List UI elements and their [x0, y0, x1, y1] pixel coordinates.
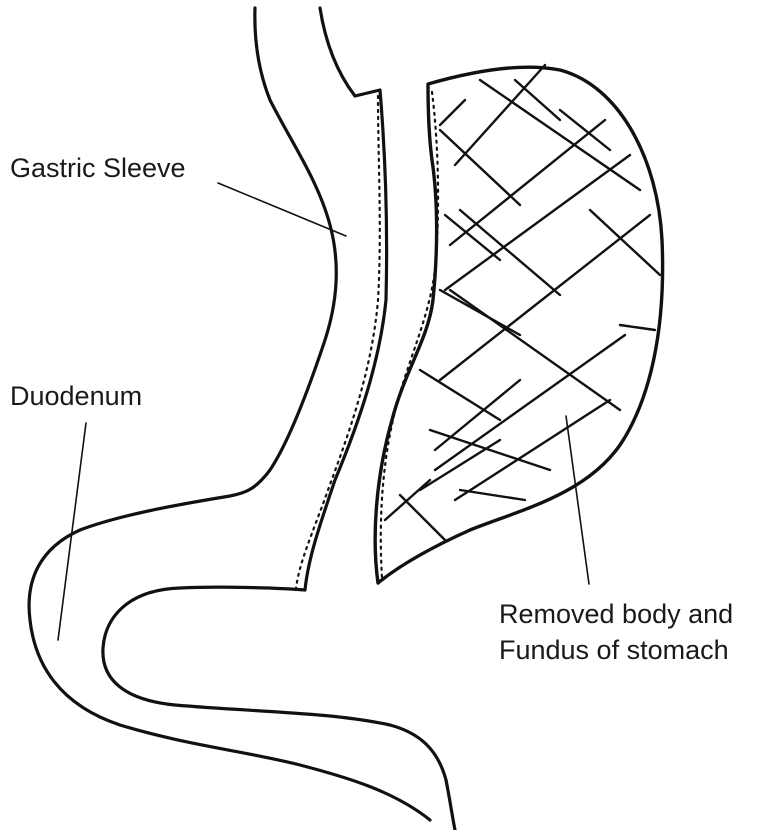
- hatch-line: [450, 120, 605, 245]
- hatch-line: [620, 325, 655, 330]
- sleeve-outer-wall: [29, 8, 430, 820]
- hatch-line: [450, 290, 620, 410]
- hatch-line: [435, 335, 625, 470]
- removed-part-leader-line: [566, 416, 589, 584]
- hatch-line: [420, 440, 500, 490]
- hatch-line: [460, 210, 560, 295]
- gastric-sleeve-label: Gastric Sleeve: [10, 150, 186, 186]
- duodenum-leader-line: [58, 423, 86, 640]
- sleeve-inner-wall: [103, 8, 455, 830]
- hatch-line: [440, 100, 465, 125]
- removed-stomach-label-line2: Fundus of stomach: [499, 632, 733, 668]
- hatch-line: [590, 210, 660, 275]
- cross-hatching: [385, 65, 660, 540]
- hatch-line: [440, 215, 650, 380]
- hatch-line: [385, 480, 430, 520]
- hatch-line: [480, 80, 640, 190]
- duodenum-label: Duodenum: [10, 378, 142, 414]
- removed-stomach-label-line1: Removed body and: [499, 596, 733, 632]
- removed-stomach-label: Removed body and Fundus of stomach: [499, 596, 733, 668]
- hatch-line: [515, 80, 560, 120]
- hatch-line: [420, 370, 500, 420]
- hatch-line: [560, 110, 610, 150]
- hatch-line: [440, 130, 520, 205]
